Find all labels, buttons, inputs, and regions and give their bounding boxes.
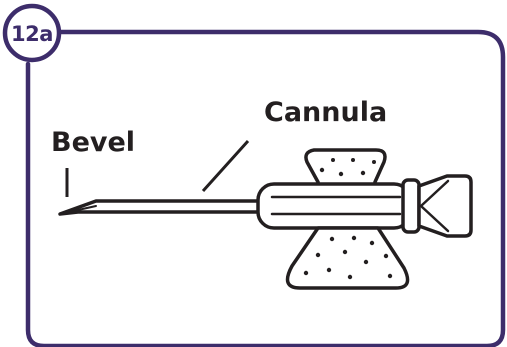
cannula-leader-line: [201, 139, 250, 193]
connector-inner-lines: [419, 179, 450, 233]
connector-ring: [401, 178, 421, 234]
step-badge: [2, 3, 62, 63]
top-wing-dots: [319, 158, 376, 177]
needle-hub: [256, 182, 412, 230]
butterfly-needle-icon: [58, 148, 473, 290]
cannula-label: Cannula: [264, 97, 388, 128]
bevel-label: Bevel: [51, 127, 136, 158]
bevel-edge: [59, 205, 97, 215]
top-wing: [304, 148, 387, 184]
step-number: 12a: [11, 22, 53, 46]
bottom-wing-dots: [303, 235, 393, 280]
panel-frame: [25, 29, 506, 347]
connector-cap: [417, 174, 473, 238]
bottom-wing: [285, 226, 410, 290]
